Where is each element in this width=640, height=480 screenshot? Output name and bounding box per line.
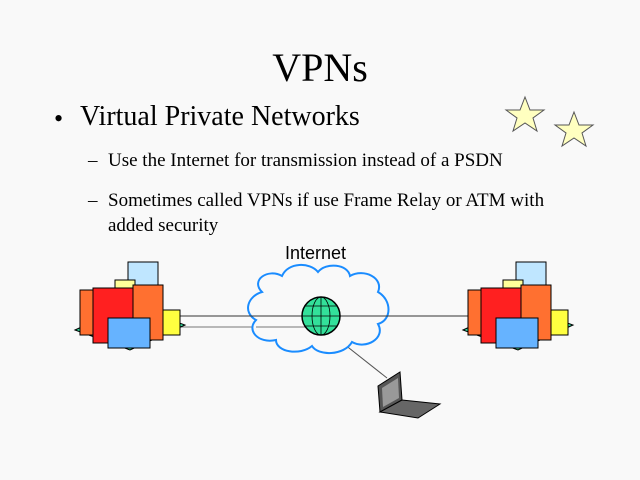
bullet-icon: • [54, 104, 64, 133]
laptop-icon [377, 371, 442, 419]
office-buildings-icon [73, 261, 187, 351]
subbullet-text: Use the Internet for transmission instea… [108, 150, 503, 171]
globe-icon [301, 296, 341, 336]
dash-icon: – [88, 190, 98, 211]
star-icon [553, 110, 595, 148]
dash-icon: – [88, 150, 98, 171]
slide-title: VPNs [272, 45, 368, 90]
office-buildings-icon [461, 261, 575, 351]
star-icon [504, 95, 546, 133]
bullet-text: Virtual Private Networks [80, 101, 360, 132]
subbullet-text: Sometimes called VPNs if use Frame Relay… [108, 190, 545, 236]
internet-label: Internet [285, 243, 347, 263]
